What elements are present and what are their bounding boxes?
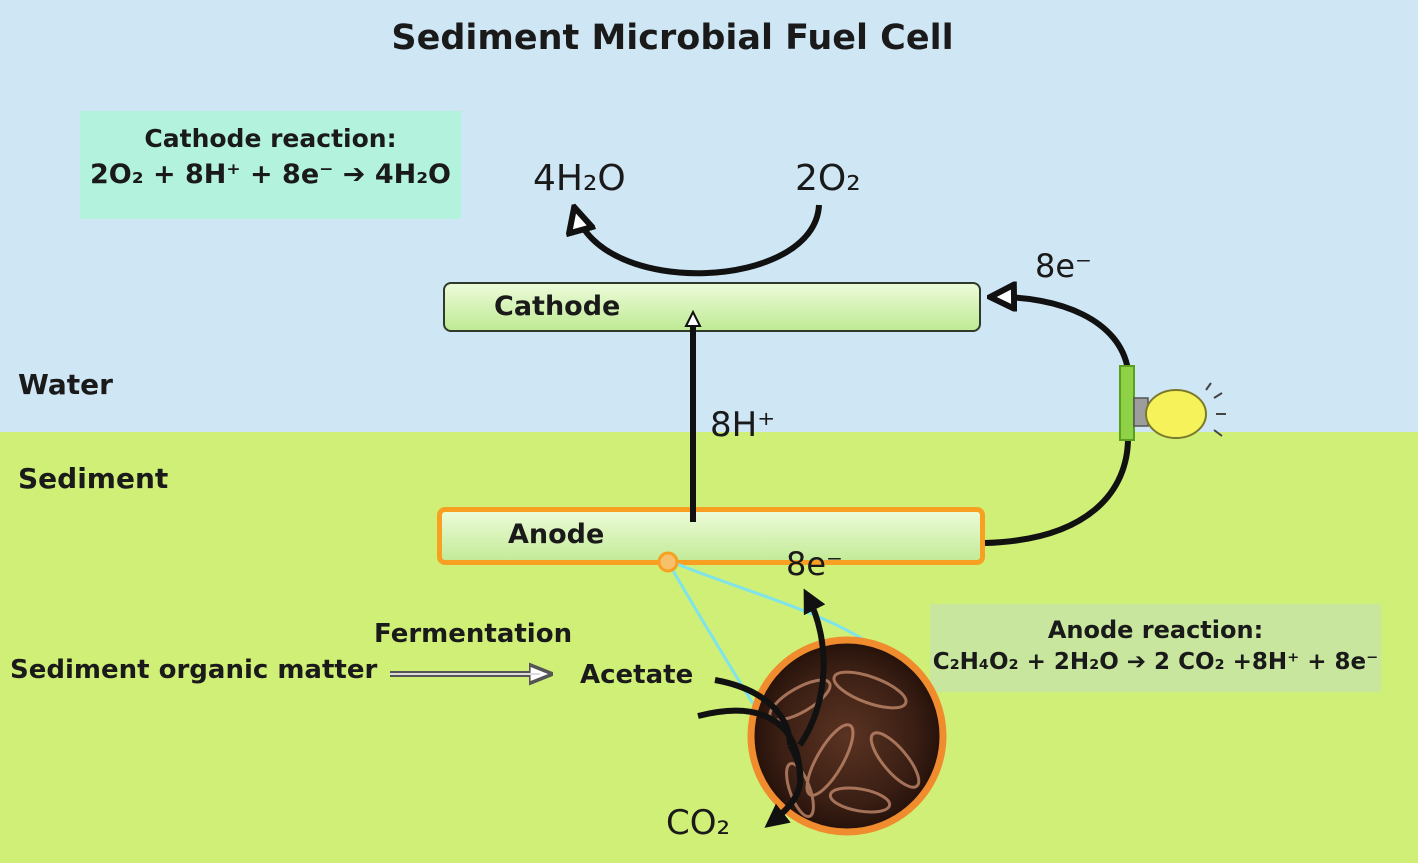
electrons-top-label: 8e⁻ xyxy=(1035,247,1092,285)
electrons-bottom-label: 8e⁻ xyxy=(786,545,843,583)
cathode-reaction-box: Cathode reaction: 2O₂ + 8H⁺ + 8e⁻ ➔ 4H₂O xyxy=(80,111,461,219)
fermentation-label: Fermentation xyxy=(374,619,573,649)
cathode-electrode: Cathode xyxy=(443,282,981,332)
external-circuit-upper xyxy=(993,297,1131,371)
bulb-contact xyxy=(1119,365,1135,441)
protons-label: 8H⁺ xyxy=(710,405,776,445)
anode-electrode: Anode xyxy=(437,507,985,565)
light-bulb-icon xyxy=(1133,382,1226,439)
electron-release-arrow xyxy=(797,588,827,747)
oxygen-label: 2O₂ xyxy=(795,158,861,199)
cathode-label: Cathode xyxy=(494,291,621,322)
co2-label: CO₂ xyxy=(666,803,731,843)
anode-reaction-box: Anode reaction: C₂H₄O₂ + 2H₂O ➔ 2 CO₂ +8… xyxy=(930,604,1381,692)
anode-label: Anode xyxy=(508,519,605,550)
water-label: Water xyxy=(18,368,113,401)
anode-contact-point xyxy=(657,551,679,573)
sediment-label: Sediment xyxy=(18,462,169,495)
anode-reaction-equation: C₂H₄O₂ + 2H₂O ➔ 2 CO₂ +8H⁺ + 8e⁻ xyxy=(932,649,1379,675)
cathode-reaction-equation: 2O₂ + 8H⁺ + 8e⁻ ➔ 4H₂O xyxy=(90,159,451,190)
bacteria-image xyxy=(747,636,947,836)
organic-matter-label: Sediment organic matter xyxy=(10,655,378,685)
co2-release-arrow xyxy=(764,743,804,828)
water-product-label: 4H₂O xyxy=(533,158,626,199)
acetate-label: Acetate xyxy=(580,660,694,690)
anode-reaction-title: Anode reaction: xyxy=(1047,616,1264,644)
nanowire-right xyxy=(671,560,873,647)
cathode-cycle-arrow xyxy=(575,205,822,277)
external-circuit-lower xyxy=(984,437,1131,546)
diagram-title: Sediment Microbial Fuel Cell xyxy=(391,18,954,58)
nanowire-left xyxy=(666,561,762,716)
cathode-reaction-title: Cathode reaction: xyxy=(144,124,397,153)
